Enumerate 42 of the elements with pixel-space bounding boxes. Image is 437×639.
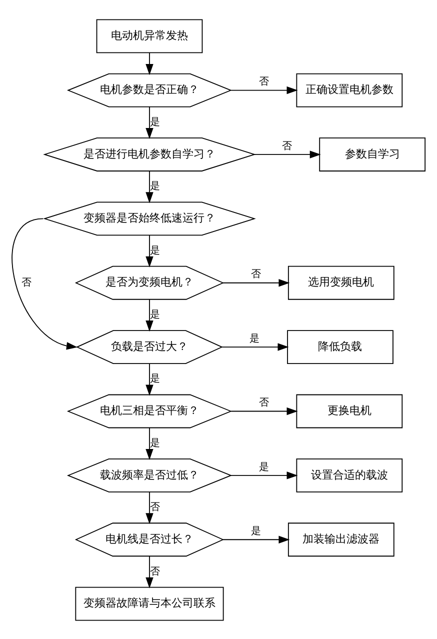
arrow bbox=[222, 342, 289, 350]
arrow bbox=[12, 218, 78, 350]
node-box: 参数自学习 bbox=[319, 137, 426, 171]
node-box: 设置合适的载波 bbox=[296, 458, 403, 492]
node-box: 变频器故障请与本公司联系 bbox=[75, 586, 224, 620]
edge-label: 否 bbox=[22, 276, 32, 288]
edge-label: 是 bbox=[150, 309, 160, 320]
edge-label: 是 bbox=[250, 525, 261, 536]
edge-label: 是 bbox=[258, 461, 269, 472]
node-box: 更换电机 bbox=[296, 394, 403, 428]
arrow bbox=[222, 278, 290, 286]
edge-label: 是 bbox=[150, 180, 160, 192]
arrow bbox=[146, 362, 154, 396]
arrow bbox=[146, 52, 154, 75]
edge-label: 否 bbox=[258, 76, 269, 88]
edge-label: 否 bbox=[250, 268, 261, 280]
node-box: 电动机异常发热 bbox=[96, 18, 203, 53]
arrow bbox=[146, 298, 154, 332]
edge-label: 否 bbox=[150, 566, 160, 577]
arrow bbox=[146, 106, 154, 138]
edge-label: 是 bbox=[150, 244, 160, 256]
arrow bbox=[146, 491, 154, 524]
edge-label: 是 bbox=[150, 373, 160, 384]
edge-label: 否 bbox=[150, 502, 160, 513]
arrow bbox=[230, 471, 298, 479]
node-box: 加装输出滤波器 bbox=[288, 522, 394, 556]
arrow bbox=[146, 234, 154, 267]
edge-label: 是 bbox=[150, 116, 160, 128]
arrow bbox=[222, 535, 290, 543]
node-box: 正确设置电机参数 bbox=[296, 72, 403, 107]
arrow bbox=[146, 426, 154, 460]
arrow bbox=[230, 86, 298, 94]
arrow bbox=[230, 406, 298, 415]
arrow bbox=[254, 150, 321, 158]
node-box: 降低负载 bbox=[287, 330, 394, 364]
edge-label: 是 bbox=[150, 437, 160, 448]
node-box: 选用变频电机 bbox=[288, 265, 394, 300]
edge-label: 是 bbox=[250, 332, 260, 344]
arrow bbox=[146, 555, 154, 588]
arrow bbox=[146, 170, 154, 203]
edge-label: 否 bbox=[282, 140, 292, 152]
edge-label: 否 bbox=[258, 397, 269, 408]
